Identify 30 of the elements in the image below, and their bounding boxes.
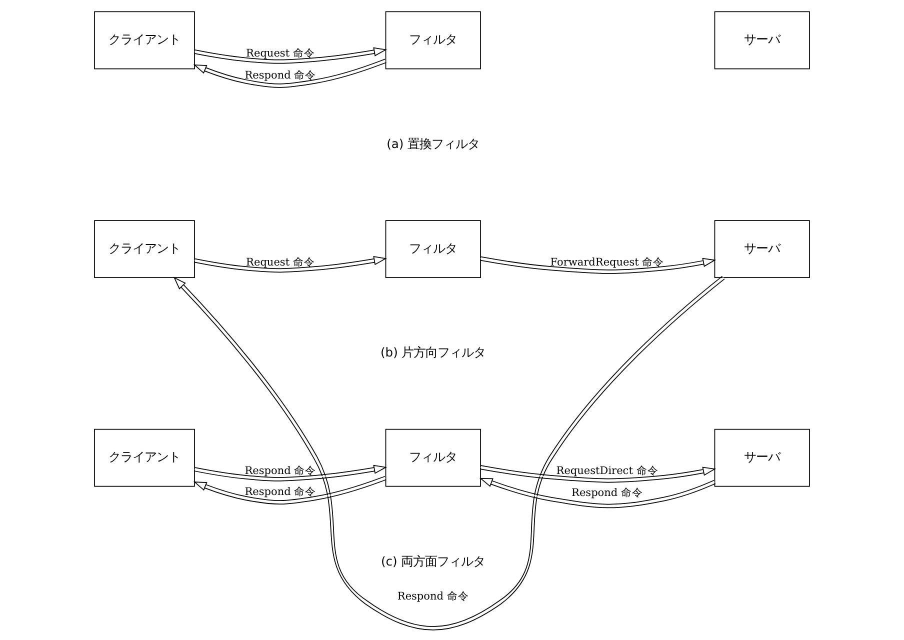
node-box: クライアント — [94, 11, 195, 70]
arrow — [173, 276, 725, 630]
label: (a) 置換フィルタ — [386, 136, 480, 151]
arrow — [193, 476, 387, 505]
label: (c) 両方面フィルタ — [381, 554, 486, 568]
node-box: サーバ — [714, 220, 810, 278]
node-box: クライアント — [94, 428, 195, 487]
edge-label: ForwardRequest 命令 — [550, 256, 664, 268]
arrow — [194, 47, 387, 64]
edge-label: Request 命令 — [246, 256, 315, 268]
label: (b) 片方向フィルタ — [380, 346, 486, 360]
node-box: フィルタ — [385, 428, 481, 487]
node-box: サーバ — [714, 428, 810, 487]
arrow — [480, 256, 716, 274]
edge-label: RequestDirect 命令 — [556, 465, 658, 478]
arrow — [194, 464, 387, 482]
node-box: フィルタ — [385, 11, 481, 70]
arrow — [479, 478, 716, 508]
edge-label: Respond 命令 — [397, 590, 469, 603]
node-box: フィルタ — [385, 220, 481, 278]
edge-label: Respond 命令 — [244, 465, 316, 478]
arrow — [193, 58, 387, 88]
edge-label: Respond 命令 — [572, 487, 644, 500]
node-box: サーバ — [714, 11, 810, 70]
arrow — [480, 465, 716, 483]
node-box: クライアント — [94, 220, 195, 278]
edge-label: Request 命令 — [246, 48, 315, 60]
edge-label: Respond 命令 — [244, 486, 316, 498]
edge-label: Respond 命令 — [244, 69, 316, 82]
arrow — [194, 256, 387, 273]
